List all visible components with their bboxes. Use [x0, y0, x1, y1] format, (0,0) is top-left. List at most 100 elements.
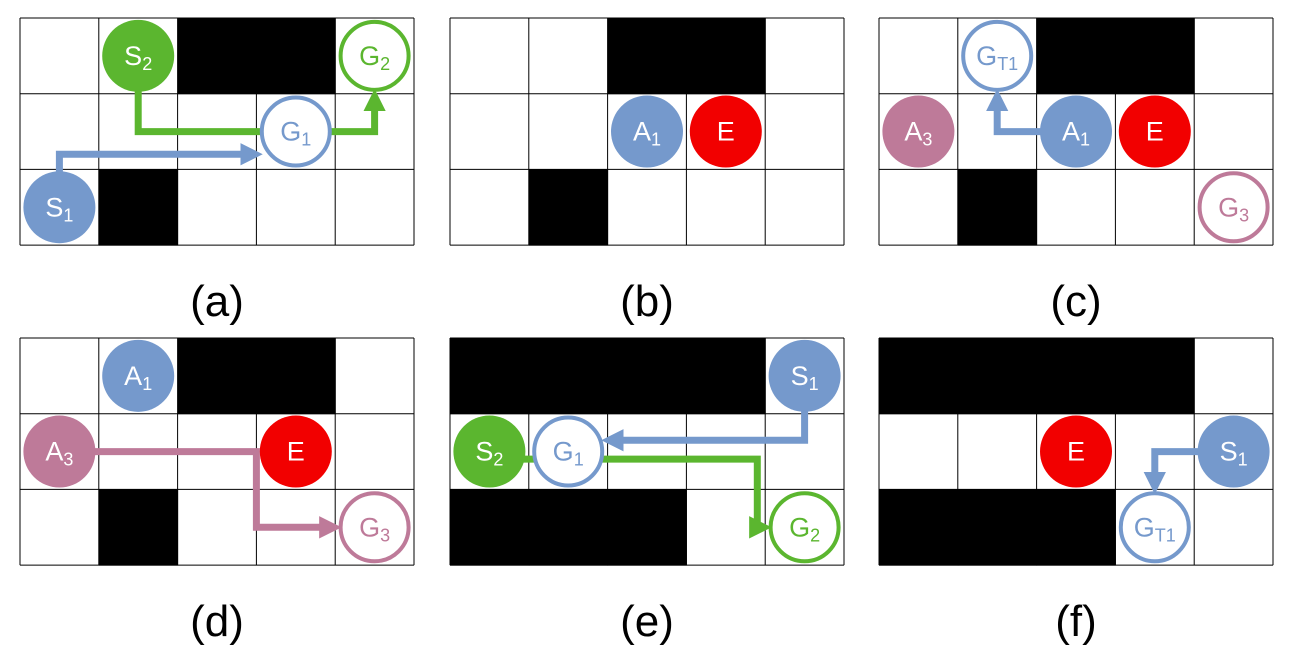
- wall-cell: [528, 338, 609, 415]
- token-label: A1: [1062, 117, 1090, 150]
- goal-marker-g2: G2: [338, 19, 411, 92]
- agent-marker-e: E: [259, 415, 332, 488]
- token-ring: [1197, 171, 1270, 244]
- token-label: G3: [1218, 192, 1249, 225]
- token-disc: [611, 95, 683, 168]
- goal-marker-g3: G3: [1197, 171, 1270, 244]
- wall-cell: [879, 489, 959, 566]
- wall-cell: [607, 18, 687, 95]
- agent-marker-a1: A1: [1040, 95, 1112, 168]
- token-disc: [23, 171, 96, 244]
- agent-marker-e: E: [689, 95, 762, 168]
- panel-caption: (f): [1055, 597, 1097, 646]
- token-ring: [338, 19, 411, 92]
- token-disc: [1197, 415, 1270, 488]
- panel-caption: (c): [1050, 277, 1101, 326]
- goal-marker-gt1: GT1: [1118, 491, 1191, 564]
- agent-marker-e: E: [1040, 415, 1112, 488]
- wall-cell: [450, 338, 530, 415]
- agent-marker-s2: S2: [453, 415, 526, 488]
- token-disc: [1118, 95, 1191, 168]
- agent-marker-a3: A3: [23, 415, 96, 488]
- token-label: A1: [633, 117, 661, 150]
- wall-cell: [256, 18, 336, 95]
- panel-caption: (d): [190, 597, 244, 646]
- goal-marker-g1: G1: [259, 95, 332, 168]
- goal-marker-gt1: GT1: [961, 19, 1034, 92]
- token-disc: [1040, 415, 1112, 488]
- agent-marker-s2: S2: [102, 19, 175, 92]
- wall-cell: [1036, 489, 1116, 566]
- wall-cell: [256, 338, 336, 415]
- token-label: G1: [280, 117, 311, 150]
- goal-marker-g3: G3: [338, 491, 411, 564]
- wall-cell: [98, 169, 179, 246]
- token-label: E: [287, 437, 305, 467]
- token-disc: [102, 19, 175, 92]
- wall-cell: [957, 169, 1038, 246]
- wall-cell: [686, 18, 766, 95]
- wall-cell: [177, 338, 257, 415]
- token-ring: [961, 19, 1034, 92]
- green-path-arrow: [134, 55, 386, 136]
- token-label: E: [1146, 117, 1164, 147]
- wall-cell: [686, 338, 766, 415]
- token-ring: [259, 95, 332, 168]
- agent-marker-a3: A3: [882, 95, 955, 168]
- token-ring: [768, 491, 841, 564]
- wall-cell: [1115, 18, 1195, 95]
- token-disc: [102, 339, 175, 412]
- token-label: S1: [1220, 437, 1248, 470]
- token-label: A3: [904, 117, 932, 150]
- token-label: S2: [475, 437, 503, 470]
- token-disc: [453, 415, 526, 488]
- token-ring: [1118, 491, 1191, 564]
- token-disc: [23, 415, 96, 488]
- wall-cell: [1036, 18, 1116, 95]
- wall-cell: [177, 18, 257, 95]
- token-ring: [532, 415, 605, 488]
- wall-cell: [1115, 338, 1195, 415]
- panel-caption: (a): [190, 277, 244, 326]
- token-label: G2: [789, 512, 820, 545]
- token-label: GT1: [1134, 512, 1176, 545]
- token-ring: [338, 491, 411, 564]
- token-disc: [882, 95, 955, 168]
- agent-marker-s1: S1: [1197, 415, 1270, 488]
- token-label: S1: [45, 192, 73, 225]
- wall-cell: [450, 489, 530, 566]
- token-label: A3: [45, 437, 73, 470]
- token-label: E: [1067, 437, 1085, 467]
- agent-marker-a1: A1: [102, 339, 175, 412]
- token-disc: [1040, 95, 1112, 168]
- wall-cell: [879, 338, 959, 415]
- wall-cell: [528, 489, 609, 566]
- wall-cell: [528, 169, 609, 246]
- token-disc: [689, 95, 762, 168]
- token-label: A1: [124, 361, 152, 394]
- pink-path-arrow: [59, 448, 342, 539]
- token-label: E: [717, 117, 735, 147]
- wall-cell: [957, 489, 1038, 566]
- wall-cell: [1036, 338, 1116, 415]
- wall-cell: [607, 338, 687, 415]
- wall-cell: [607, 489, 687, 566]
- token-label: G2: [359, 41, 390, 74]
- agent-marker-a1: A1: [611, 95, 683, 168]
- agent-marker-s1: S1: [23, 171, 96, 244]
- panel-caption: (e): [620, 597, 674, 646]
- wall-cell: [957, 338, 1038, 415]
- agent-marker-s1: S1: [768, 339, 841, 412]
- token-label: G1: [553, 437, 584, 470]
- token-label: S1: [791, 361, 819, 394]
- token-disc: [768, 339, 841, 412]
- token-disc: [259, 415, 332, 488]
- wall-cell: [98, 489, 179, 566]
